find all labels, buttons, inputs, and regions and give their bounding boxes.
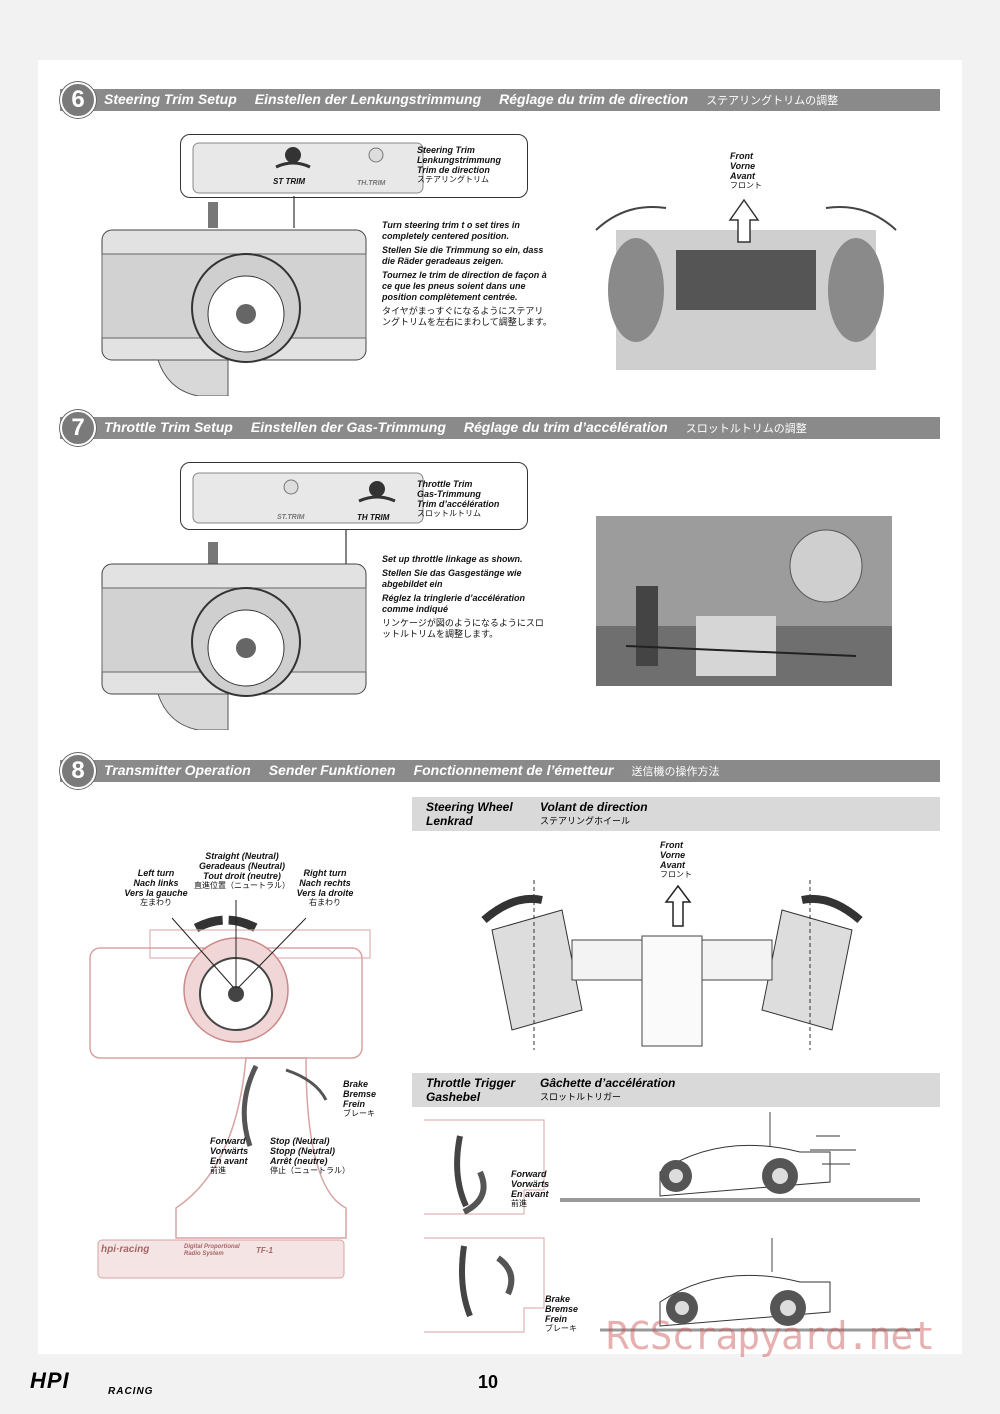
front-label-8: Front Vorne Avant フロント: [660, 840, 692, 879]
watermark: RCScrapyard.net: [606, 1314, 935, 1358]
straight-neutral-label: Straight (Neutral) Geradeaus (Neutral) T…: [194, 851, 290, 890]
car-front-photo-6: [595, 198, 897, 370]
trim-knobs-illustration: [192, 142, 424, 194]
throttle-linkage-photo-art: [596, 516, 892, 686]
transmitter-illustration-6: [101, 196, 367, 396]
st-trim-label: ST TRIM: [273, 177, 305, 186]
transmitter-illustration-8: [89, 900, 371, 1279]
stop-neutral-label: Stop (Neutral) Stopp (Neutral) Arrêt (ne…: [270, 1136, 350, 1175]
tx-subtitle: Digital Proportional Radio System: [184, 1244, 240, 1257]
buggy-motion-illustrations: [560, 1112, 920, 1332]
steering-trim-instructions: Turn steering trim t o set tires in comp…: [382, 220, 552, 327]
section-8-number: 8: [60, 753, 96, 789]
section-6-number: 6: [60, 82, 96, 118]
throttle-trim-callout: ST.TRIM TH TRIM Throttle Trim Gas-Trimmu…: [180, 462, 528, 530]
steering-trim-text: Steering Trim Lenkungstrimmung Trim de d…: [417, 145, 502, 184]
st-trim-label-7: ST.TRIM: [277, 514, 305, 521]
forward-label: Forward Vorwärts En avant 前進: [210, 1136, 249, 1175]
hpi-logo: HPI RACING: [30, 1368, 154, 1397]
throttle-brake-label: Brake Bremse Frein ブレーキ: [545, 1294, 579, 1333]
brake-label: Brake Bremse Frein ブレーキ: [343, 1079, 377, 1118]
trim-knobs-illustration-7: [192, 472, 424, 524]
tx-brand: hpi·racing: [101, 1244, 150, 1255]
throttle-forward-label: Forward Vorwärts En avant 前進: [511, 1169, 550, 1208]
left-turn-label: Left turn Nach links Vers la gauche 左まわり: [124, 868, 188, 907]
right-turn-label: Right turn Nach rechts Vers la droite 右ま…: [296, 868, 354, 907]
tx-model: TF-1: [256, 1246, 273, 1255]
front-label-6: Front Vorne Avant フロント: [730, 151, 762, 190]
throttle-trim-text: Throttle Trim Gas-Trimmung Trim d’accélé…: [417, 479, 500, 518]
throttle-linkage-photo: [596, 516, 892, 686]
section-7-number: 7: [60, 410, 96, 446]
th-trim-label: TH.TRIM: [357, 180, 386, 187]
trigger-illustrations: [424, 1119, 545, 1333]
transmitter-illustration-7: [101, 530, 367, 730]
page-number: 10: [478, 1372, 499, 1392]
steering-chassis-diagram: [481, 880, 863, 1050]
steering-trim-callout: ST TRIM TH.TRIM Steering Trim Lenkungstr…: [180, 134, 528, 198]
th-trim-label-7: TH TRIM: [357, 513, 390, 522]
throttle-trim-instructions: Set up throttle linkage as shown. Stelle…: [382, 554, 544, 639]
